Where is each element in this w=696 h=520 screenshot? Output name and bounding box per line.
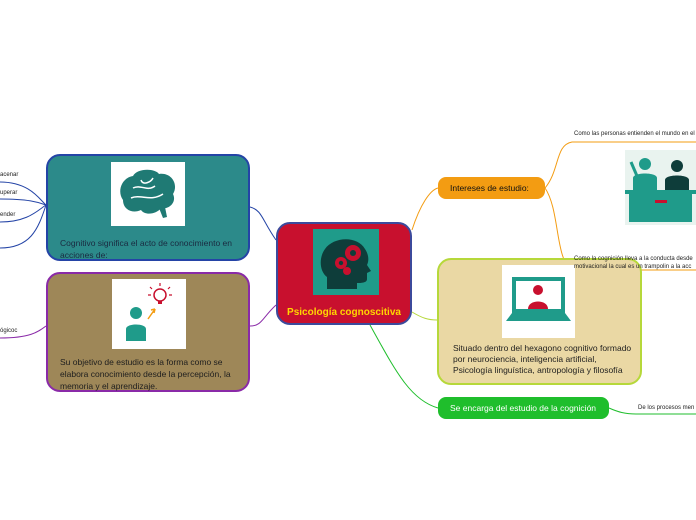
left-note-1: acenar xyxy=(0,172,19,178)
cognitivo-text: Cognitivo significa el acto de conocimie… xyxy=(60,238,232,260)
hexagono-text: Situado dentro del hexagono cognitivo fo… xyxy=(453,343,632,375)
link-central-hexagono xyxy=(411,311,438,321)
link-cog-left-3 xyxy=(0,204,47,223)
link-obj-left xyxy=(0,325,47,339)
right-note-1: Como las personas entienden el mundo en … xyxy=(574,131,695,137)
cognitivo-topic[interactable]: Cognitivo significa el acto de conocimie… xyxy=(46,154,250,261)
computer-user-icon xyxy=(502,265,575,338)
link-encarga-note xyxy=(608,407,696,415)
hexagono-topic[interactable]: Situado dentro del hexagono cognitivo fo… xyxy=(437,258,642,385)
link-cog-left-1 xyxy=(0,181,47,206)
link-cog-left-4 xyxy=(0,204,47,249)
objetivo-text: Su objetivo de estudio es la forma como … xyxy=(60,357,231,391)
link-central-encarga xyxy=(369,324,439,409)
encarga-topic[interactable]: Se encarga del estudio de la cognición xyxy=(438,397,609,419)
brain-icon xyxy=(111,162,185,226)
left-note-3: ender xyxy=(0,212,16,218)
right-note-3: motivacional la cual es un trampolin a l… xyxy=(574,264,692,270)
left-note-2: uperar xyxy=(0,190,18,196)
central-topic[interactable]: Psicología cognoscitiva xyxy=(276,222,412,325)
head-gears-icon xyxy=(313,229,379,295)
intereses-topic[interactable]: Intereses de estudio: xyxy=(438,177,545,199)
link-cog-left-2 xyxy=(0,198,47,206)
teacher-student-image xyxy=(625,150,696,225)
objetivo-topic[interactable]: Su objetivo de estudio es la forma como … xyxy=(46,272,250,392)
teacher-student-icon xyxy=(625,150,696,225)
idea-person-icon xyxy=(112,279,186,349)
right-note-2: Como la cognición lleva a la conducta de… xyxy=(574,256,693,262)
link-central-cognitivo xyxy=(249,206,277,241)
link-intereses-top xyxy=(544,141,696,189)
left-note-4: ógicoc xyxy=(0,328,18,334)
right-note-4: De los procesos men xyxy=(638,405,695,411)
link-central-objetivo xyxy=(249,304,277,327)
central-title: Psicología cognoscitiva xyxy=(287,307,401,318)
link-central-intereses xyxy=(411,187,439,231)
